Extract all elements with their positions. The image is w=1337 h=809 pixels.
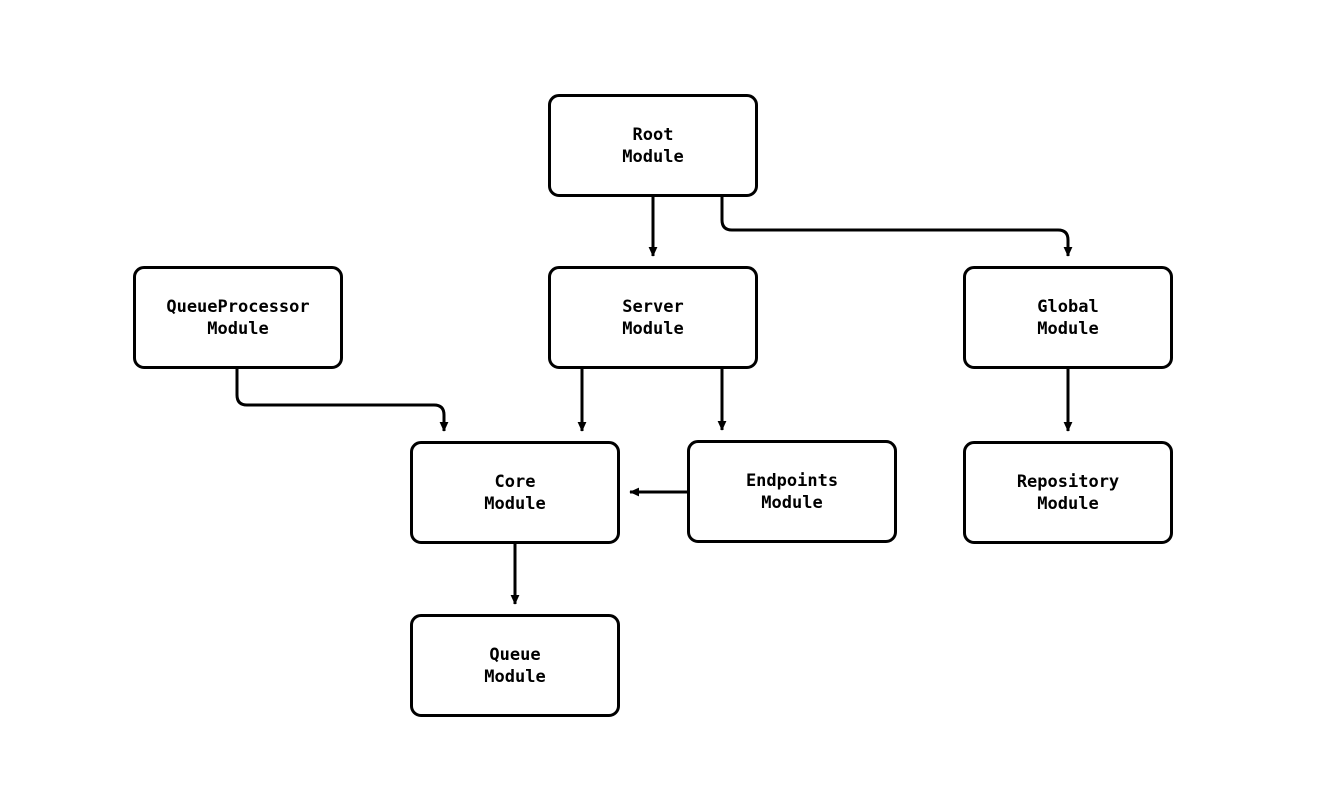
node-core-module-label-line2: Module [484, 493, 546, 514]
node-repository-module-label-line2: Module [1037, 493, 1099, 514]
node-global-module-label-line2: Module [1037, 318, 1099, 339]
node-queueprocessor-module-label-line2: Module [207, 318, 269, 339]
node-endpoints-module[interactable]: Endpoints Module [687, 440, 897, 543]
node-endpoints-module-label-line2: Module [761, 492, 823, 513]
node-server-module-label-line2: Module [622, 318, 684, 339]
node-queue-module[interactable]: Queue Module [410, 614, 620, 717]
node-root-module-label-line2: Module [622, 146, 684, 167]
node-server-module-label-line1: Server [622, 296, 684, 317]
node-repository-module[interactable]: Repository Module [963, 441, 1173, 544]
node-queueprocessor-module-label-line1: QueueProcessor [166, 296, 310, 317]
node-global-module-label-line1: Global [1037, 296, 1099, 317]
node-endpoints-module-label-line1: Endpoints [745, 470, 839, 491]
node-root-module-label-line1: Root [632, 124, 674, 145]
edge-queueprocessor-to-core [235, 369, 449, 432]
node-global-module[interactable]: Global Module [963, 266, 1173, 369]
node-server-module[interactable]: Server Module [548, 266, 758, 369]
node-core-module[interactable]: Core Module [410, 441, 620, 544]
node-repository-module-label-line1: Repository [1016, 471, 1120, 492]
node-root-module[interactable]: Root Module [548, 94, 758, 197]
node-queue-module-label-line2: Module [484, 666, 546, 687]
node-core-module-label-line1: Core [494, 471, 536, 492]
edge-root-to-global [720, 197, 1073, 257]
node-queueprocessor-module[interactable]: QueueProcessor Module [133, 266, 343, 369]
node-queue-module-label-line1: Queue [489, 644, 541, 665]
